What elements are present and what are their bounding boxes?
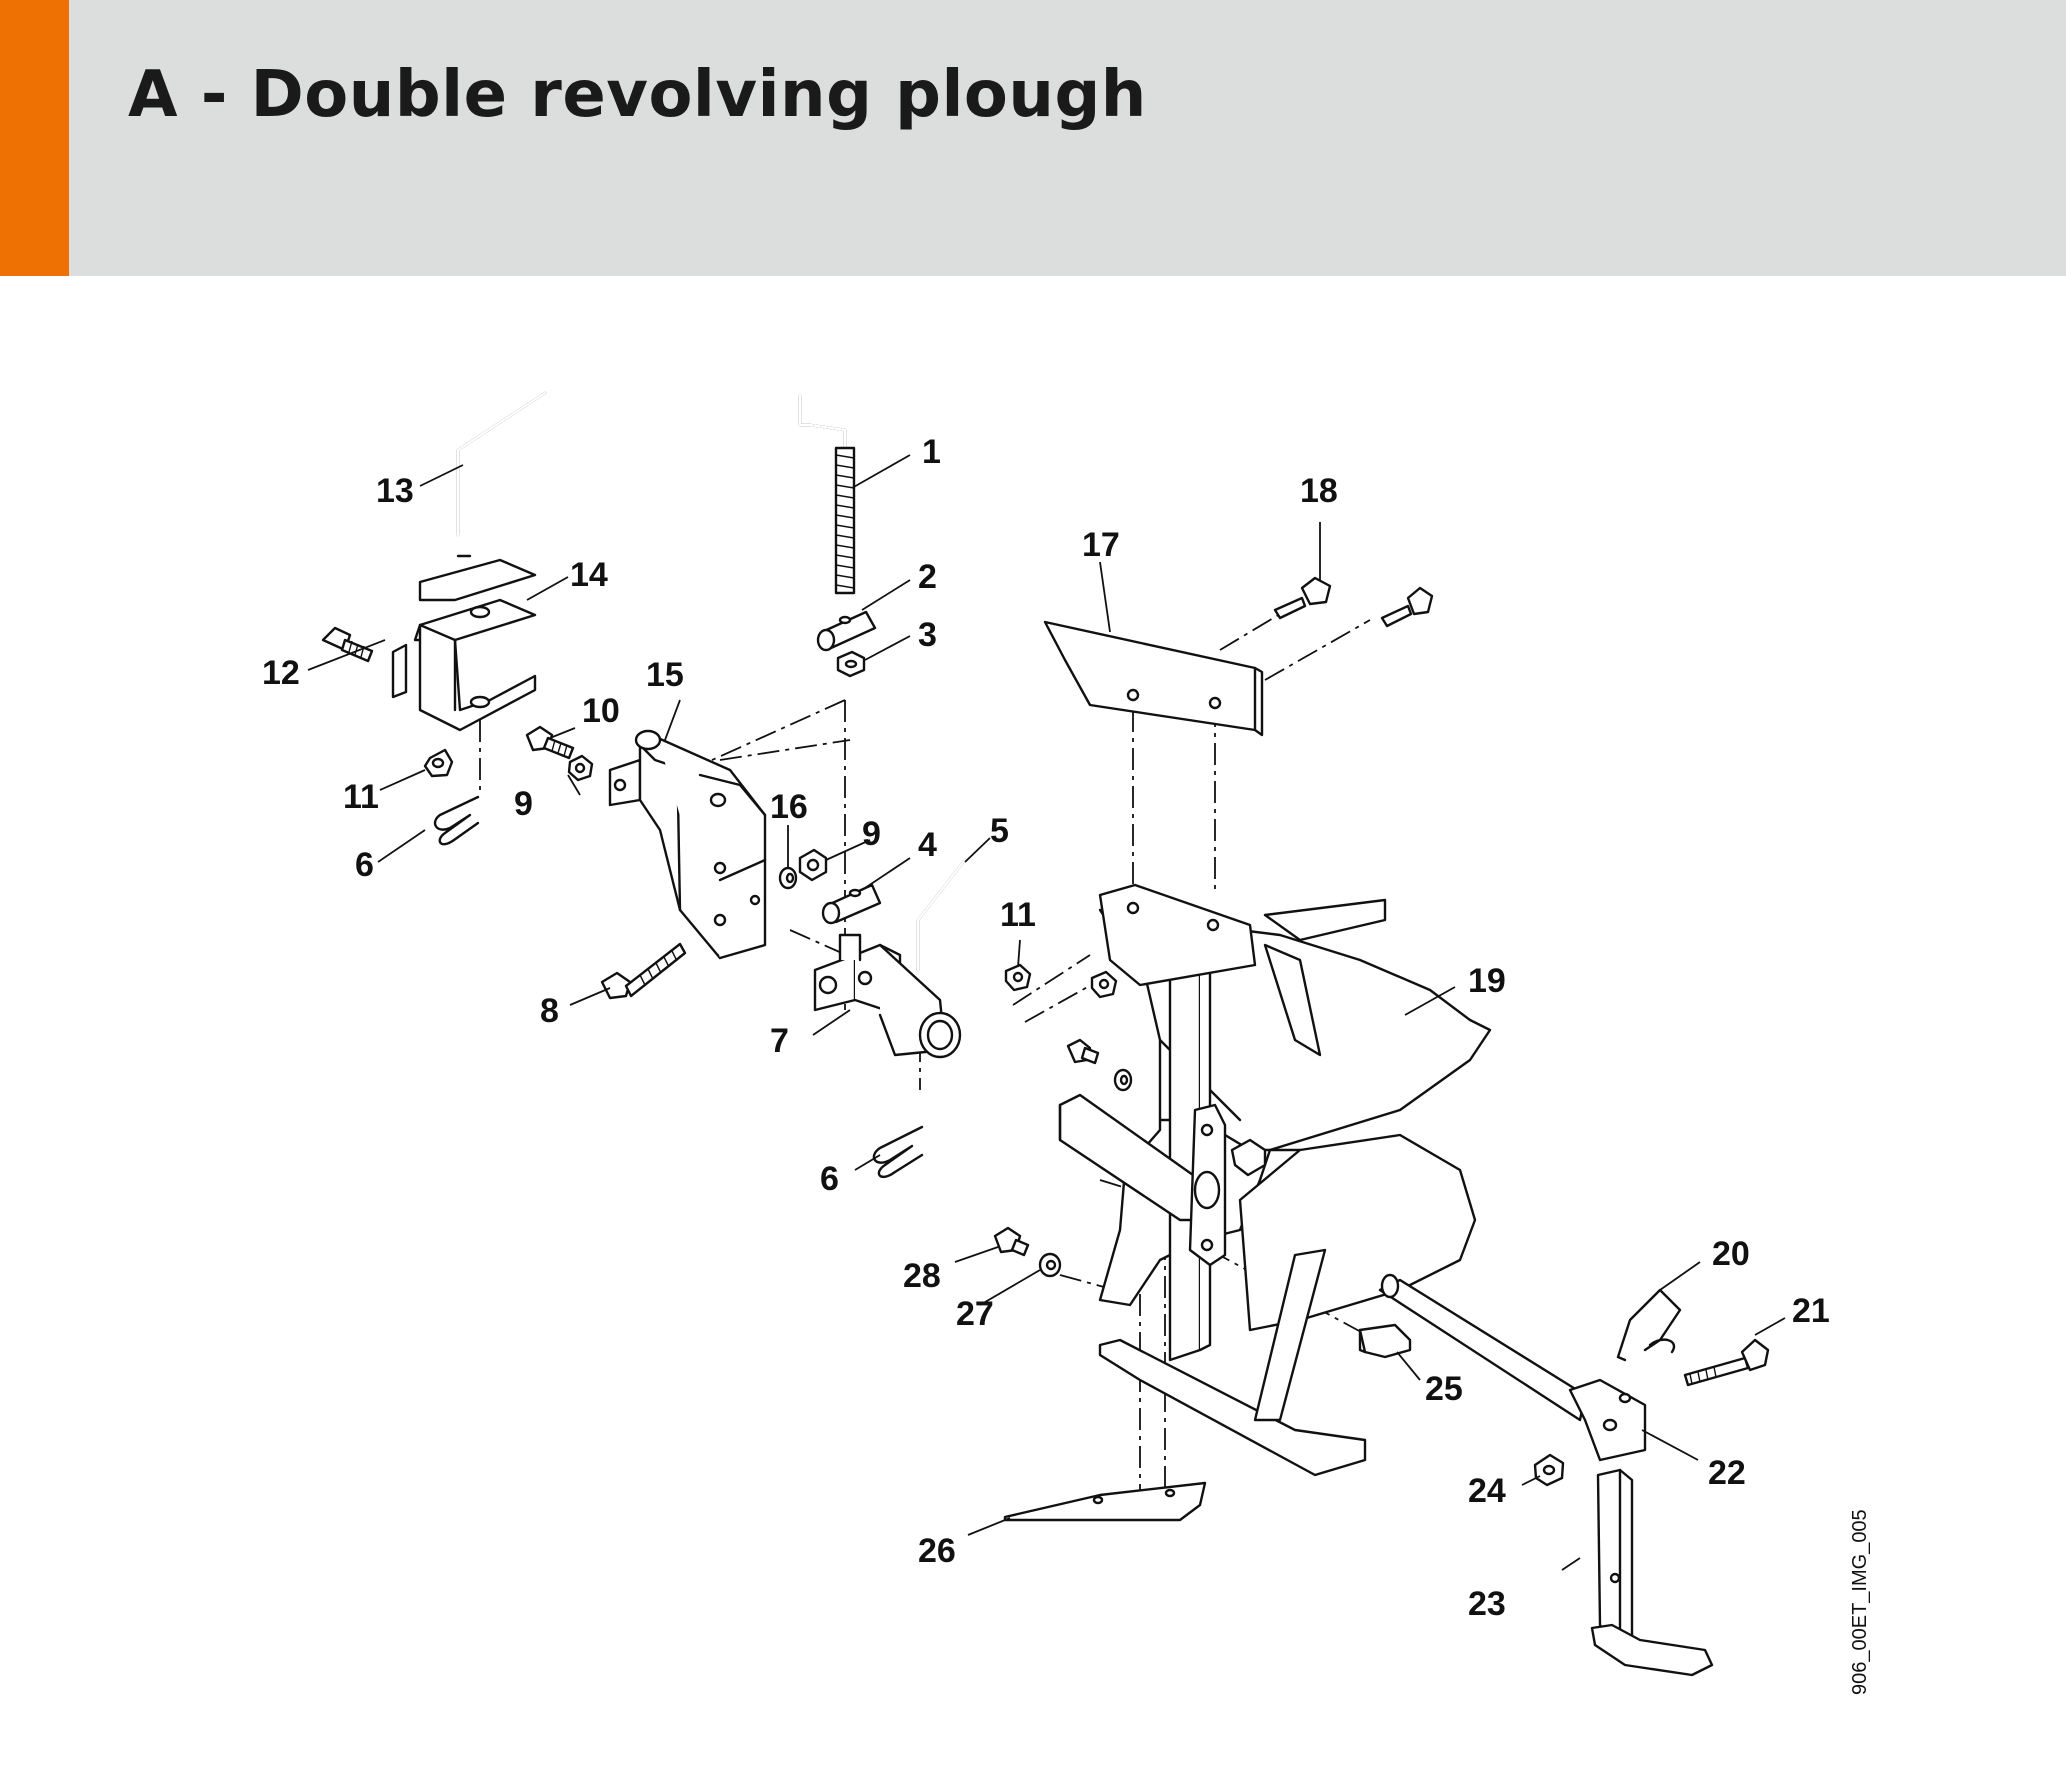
support-stand-23 [1590,1468,1714,1677]
page-title: A - Double revolving plough [128,58,1147,132]
accent-stripe [0,0,69,276]
callout-label: 5 [990,812,1009,850]
washer-16 [778,866,798,890]
bolt-10 [525,725,575,760]
callout-labels: 1 2 3 4 5 6 6 7 8 9 9 10 11 11 12 13 14 … [262,433,1830,1623]
callout-label: 28 [903,1257,941,1295]
image-reference-id: 906_00ET_IMG_005 [1849,1509,1871,1695]
callout-label: 21 [1792,1292,1830,1330]
callout-label: 27 [956,1295,994,1333]
callout-label: 8 [540,992,559,1030]
washer-27 [1038,1252,1062,1278]
callout-label: 16 [770,788,808,826]
callout-label: 1 [922,433,941,471]
callout-label: 19 [1468,962,1506,1000]
callout-label: 10 [582,692,620,730]
plough-body-19 [1058,883,1492,1477]
callout-label: 9 [514,785,533,823]
sleeve-4 [821,883,882,925]
bent-pin-5 [916,858,967,972]
sleeve-2 [816,610,877,652]
header-bar [0,0,2066,276]
callout-label: 26 [918,1532,956,1570]
callout-label: 24 [1468,1472,1506,1510]
callout-label: 11 [343,778,379,816]
callout-label: 7 [770,1022,789,1060]
callout-label: 25 [1425,1370,1463,1408]
callout-label: 6 [820,1160,839,1198]
spring-clip-20 [1616,1288,1682,1362]
bolt-21 [1683,1338,1770,1387]
hinge-sleeve-7 [813,933,962,1059]
mounting-bracket-part [608,729,767,960]
axle-tube-22 [1378,1273,1647,1462]
callout-label: 6 [355,846,374,884]
threaded-crank-part [798,393,856,595]
spring-clip-6-lower [872,1125,924,1178]
callout-label: 2 [918,558,937,596]
leader-lines [307,454,1786,1571]
callout-label: 3 [918,616,937,654]
nut-11-left [423,748,454,778]
small-bolt-and-washer [1066,1038,1133,1092]
nut-24 [1533,1453,1565,1487]
callout-label: 20 [1712,1235,1750,1273]
share-blade-26 [1003,1481,1207,1522]
nut-3 [836,650,866,678]
callout-label: 15 [646,656,684,694]
callout-label: 18 [1300,472,1338,510]
callout-label: 13 [376,472,414,510]
callout-label: 17 [1082,526,1120,564]
callout-label: 23 [1468,1585,1506,1623]
nuts-11-right [1004,963,1118,999]
spring-clip-6-left [433,795,480,846]
bolts-18 [1273,576,1434,628]
bolt-12 [321,626,374,663]
nut-9-right [798,848,828,882]
bolt-28 [993,1226,1030,1257]
top-plate-17 [1043,620,1264,737]
callout-label: 14 [570,556,608,594]
callout-label: 22 [1708,1454,1746,1492]
wedge-block-25 [1358,1323,1412,1359]
callout-label: 4 [918,826,937,864]
nut-9-left [567,754,594,782]
callout-label: 11 [1000,896,1036,934]
u-bracket-part [391,558,537,732]
bolt-8 [600,942,687,1000]
handle-pin-outline [456,391,547,537]
callout-label: 12 [262,654,300,692]
callout-label: 9 [862,815,881,853]
